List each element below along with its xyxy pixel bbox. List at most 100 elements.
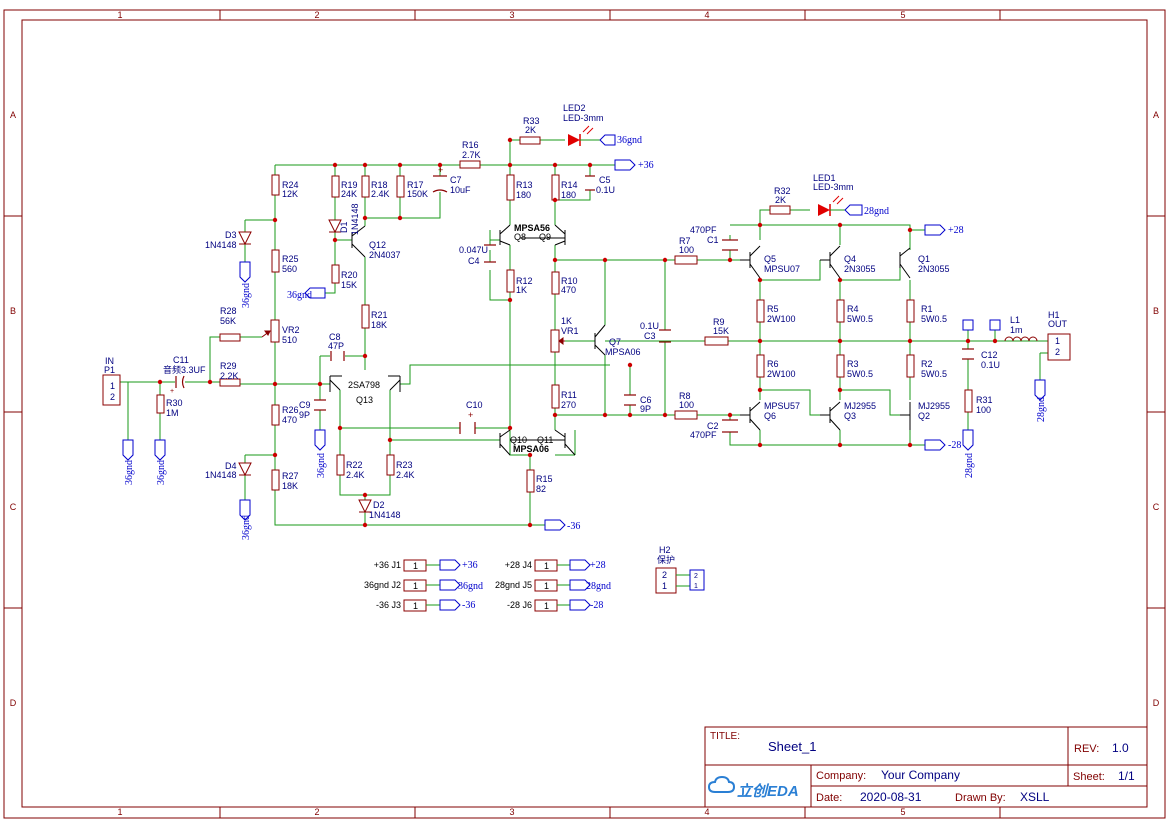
vr2-val: 510 [282, 335, 297, 345]
row-c: C [10, 502, 17, 512]
r8-ref: R8 [679, 391, 691, 401]
diode-d2 [358, 499, 372, 514]
rev-value: 1.0 [1112, 741, 1129, 755]
title-label: TITLE: [710, 731, 740, 742]
r12-ref: R12 [516, 276, 533, 286]
h1-pin2: 2 [1055, 347, 1060, 357]
q11-ref: Q11 [537, 435, 553, 445]
col-1: 1 [117, 10, 122, 20]
l1-val: 1m [1010, 325, 1023, 335]
net-n36: -36 [567, 521, 580, 532]
sheet-label: Sheet: [1073, 771, 1105, 783]
c7-val: 10uF [450, 185, 471, 195]
r5-ref: R5 [767, 304, 779, 314]
r24-val: 12K [282, 189, 298, 199]
h1-pin1: 1 [1055, 336, 1060, 346]
d2-ref: D2 [373, 500, 385, 510]
resistor-r29 [219, 378, 241, 387]
c3-ref: C3 [644, 331, 656, 341]
c8-ref: C8 [329, 332, 341, 342]
row-c-right: C [1153, 502, 1160, 512]
d4-val: 1N4148 [205, 470, 237, 480]
r7-ref: R7 [679, 236, 691, 246]
q2-ref: Q2 [918, 411, 930, 421]
resistor-r22 [336, 454, 345, 476]
transistor-q13 [329, 375, 401, 392]
j4-ref: +28 J4 [505, 560, 532, 570]
r30-ref: R30 [166, 398, 183, 408]
j3-flag [439, 599, 461, 611]
gnd-flag-6 [304, 287, 326, 299]
date-label: Date: [816, 792, 842, 804]
j6-flag [569, 599, 591, 611]
r28-val: 56K [220, 316, 236, 326]
potentiometer-vr2 [270, 319, 280, 343]
resistor-r28 [219, 333, 241, 342]
led1-ref: LED1 [813, 173, 836, 183]
row-a: A [10, 110, 16, 120]
q8-q9-val: MPSA56 [514, 223, 550, 233]
transistor-q4 [820, 245, 841, 279]
r9-ref: R9 [713, 317, 725, 327]
net-36gnd-7: 36gnd [617, 135, 642, 146]
resistor-r13 [506, 174, 515, 201]
gnd-flag-1 [122, 439, 134, 461]
h1-ref: H1 [1048, 310, 1060, 320]
j4-flag [569, 559, 591, 571]
net-28gnd-2: 28gnd [964, 453, 975, 478]
resistor-r9 [704, 336, 729, 346]
q12-val: 2N4037 [369, 250, 401, 260]
diodes [238, 219, 372, 514]
r10-ref: R10 [561, 276, 578, 286]
col-2: 2 [314, 10, 319, 20]
n28-flag [924, 439, 946, 451]
transistor-q2 [900, 402, 911, 430]
resistor-r12 [506, 269, 515, 293]
j1-flag [439, 559, 461, 571]
g28-flag [844, 204, 863, 216]
c12-val: 0.1U [981, 360, 1000, 370]
h2-ref: H2 [659, 545, 671, 555]
connector-h1 [1047, 333, 1071, 361]
r16-val: 2.7K [462, 150, 481, 160]
row-d-right: D [1153, 698, 1160, 708]
diode-d3 [238, 231, 252, 246]
gnd-flag-2 [154, 439, 166, 461]
j6-ref: -28 J6 [507, 600, 532, 610]
j2-pin: 1 [413, 581, 418, 591]
c5-ref: C5 [599, 175, 611, 185]
transistor-q5 [740, 245, 761, 279]
q10-ref: Q10 [510, 435, 527, 445]
resistor-r18 [361, 175, 370, 198]
net-flags [122, 134, 1046, 611]
vr1-ref: VR1 [561, 326, 579, 336]
inductor-l1 [1004, 336, 1038, 342]
gnd-flag-9 [1034, 379, 1046, 401]
r1-ref: R1 [921, 304, 933, 314]
resistor-r4 [836, 299, 845, 323]
r9-val: 15K [713, 326, 729, 336]
j2-ref: 36gnd J2 [364, 580, 401, 590]
diode-d4 [238, 462, 252, 477]
c6-ref: C6 [640, 395, 652, 405]
net-36gnd-4: 36gnd [241, 515, 252, 540]
q6-ref: Q6 [764, 411, 776, 421]
j6-net: -28 [590, 600, 603, 611]
c4-ref: C4 [468, 256, 480, 266]
net-n28: -28 [948, 440, 961, 451]
resistor-r33 [519, 136, 541, 145]
resistor-r24 [271, 174, 280, 196]
resistors [156, 136, 973, 493]
c11-ref: C11 [173, 355, 189, 365]
r22-val: 2.4K [346, 470, 365, 480]
j5-net: 28gnd [586, 581, 611, 592]
j1-pin: 1 [413, 561, 418, 571]
r26-ref: R26 [282, 405, 299, 415]
company-label: Company: [816, 770, 866, 782]
gnd-flag-8 [962, 429, 974, 451]
r20-val: 15K [341, 280, 357, 290]
r17-ref: R17 [407, 180, 424, 190]
col-4: 4 [704, 10, 709, 20]
rev-label: REV: [1074, 743, 1099, 755]
resistor-r20 [331, 264, 340, 284]
